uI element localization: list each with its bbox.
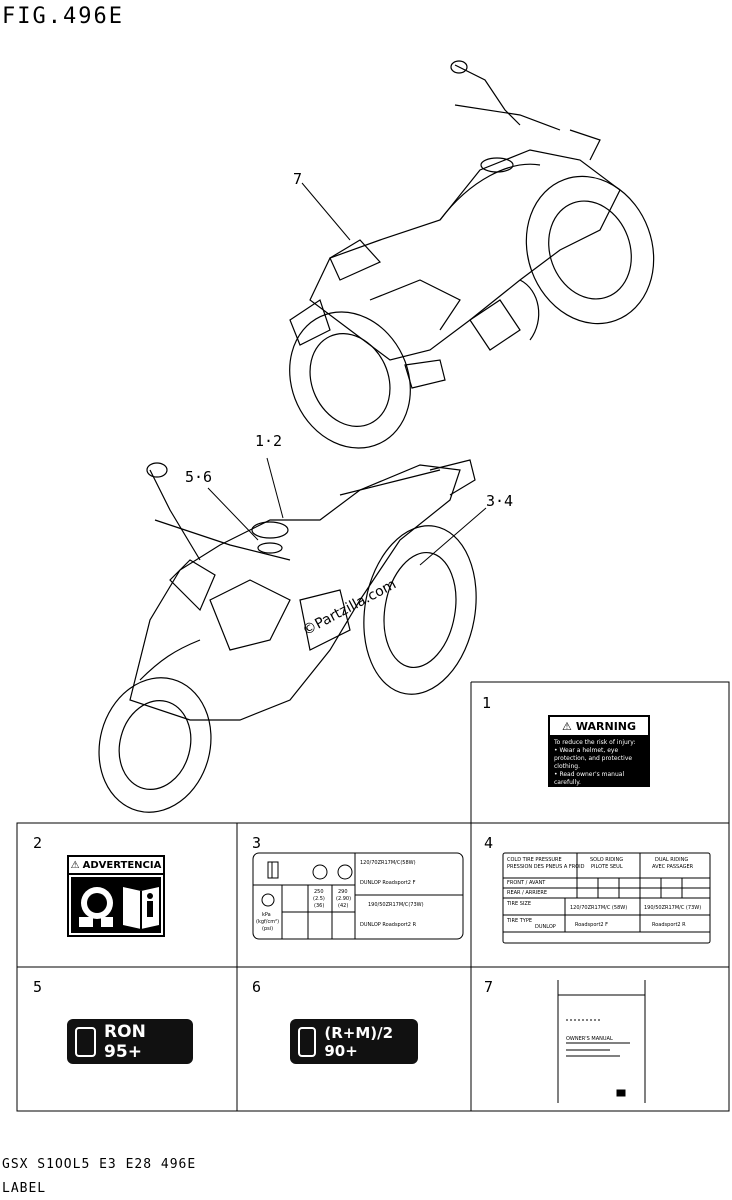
- callout-3-4: 3·4: [486, 492, 514, 510]
- callout-7: 7: [293, 170, 303, 188]
- figure-title: FIG.496E: [2, 4, 124, 29]
- fuel-pump-icon: [75, 1026, 97, 1057]
- tire3-unit: (psi): [262, 926, 274, 932]
- tire3-pressure: (2.90): [336, 896, 352, 902]
- tire4-row: REAR / ARRIERE: [507, 890, 548, 896]
- fuel-label-text: RON 95+: [104, 1021, 146, 1062]
- advertencia-pictograms: [71, 877, 161, 933]
- warning-line: To reduce the risk of injury:: [554, 739, 636, 746]
- fuel-label-ron-95: RON 95+: [67, 1019, 193, 1064]
- advertencia-label-2: ⚠ ADVERTENCIA: [67, 855, 165, 937]
- leader-line-5-6: [207, 487, 259, 541]
- warning-triangle-icon: ⚠: [561, 719, 572, 733]
- footer-label: LABEL: [2, 1181, 47, 1196]
- warning-line: • Wear a helmet, eye: [554, 747, 619, 754]
- tire4-row: FRONT / AVANT: [507, 880, 546, 886]
- warning-triangle-icon: ⚠: [70, 859, 80, 871]
- tire4-type-label: TIRE TYPE: [507, 918, 533, 924]
- warning-line: carefully.: [554, 779, 581, 786]
- warning-heading: ⚠ WARNING: [550, 717, 648, 737]
- tire4-maker: DUNLOP: [535, 924, 556, 930]
- panel-number-5: 5: [33, 978, 43, 996]
- tire3-unit: kPa: [262, 912, 271, 918]
- warning-body: To reduce the risk of injury: • Wear a h…: [550, 737, 648, 787]
- callout-1-2: 1·2: [255, 432, 283, 450]
- leader-line-7: [301, 182, 351, 241]
- tire3-unit: (kgf/cm²): [256, 919, 280, 925]
- panel-number-2: 2: [33, 834, 43, 852]
- tire4-size-label: TIRE SIZE: [507, 901, 531, 907]
- warning-line: clothing.: [554, 763, 580, 770]
- tire3-rear-size: 190/50ZR17M/C(73W): [368, 902, 424, 908]
- panel-number-6: 6: [252, 978, 262, 996]
- tire-info-label-3: [252, 852, 464, 940]
- tire4-front-size: 120/70ZR17M/C (58W): [570, 905, 628, 911]
- tire4-rear-size: 190/50ZR17M/C (73W): [644, 905, 702, 911]
- tire4-header: SOLO RIDING: [590, 857, 624, 863]
- tire3-rear-type: DUNLOP Roadsport2 R: [360, 922, 417, 928]
- advertencia-heading: ⚠ ADVERTENCIA: [69, 857, 163, 875]
- tire3-pressure: 250: [314, 889, 324, 895]
- tire3-front-size: 120/70ZR17M/C(58W): [360, 860, 416, 866]
- manual-title: OWNER'S MANUAL: [566, 1036, 613, 1042]
- warning-label-1: ⚠ WARNING To reduce the risk of injury: …: [548, 715, 650, 787]
- owners-manual-label-7: [557, 980, 646, 1103]
- motorcycle-rear-view: [289, 60, 655, 449]
- tire3-pressure: (36): [314, 903, 325, 909]
- helmet-book-icon: [79, 887, 159, 929]
- tire-table-label-4: [502, 852, 711, 944]
- advertencia-heading-text: ADVERTENCIA: [82, 859, 162, 871]
- warning-line: protection, and protective: [554, 755, 633, 762]
- tire4-rear-type: Roadsport2 R: [652, 922, 686, 928]
- panel-grid: [16, 681, 730, 1112]
- fuel-pump-icon: [298, 1026, 317, 1057]
- warning-heading-text: WARNING: [575, 719, 637, 733]
- tire3-pressure: (42): [338, 903, 349, 909]
- tire4-header: PILOTE SEUL: [591, 864, 623, 870]
- leader-line-1-2: [266, 457, 284, 519]
- warning-line: • Read owner's manual: [554, 771, 625, 778]
- motorcycle-front-view: [98, 459, 477, 813]
- panel-number-4: 4: [484, 834, 494, 852]
- fuel-label-text: (R+M)/2 90+: [324, 1023, 394, 1060]
- tire4-header: AVEC PASSAGER: [652, 864, 694, 870]
- tire3-pressure: (2.5): [313, 896, 325, 902]
- footer-code: GSX S1OOL5 E3 E28 496E: [2, 1157, 197, 1172]
- tire4-front-type: Roadsport2 F: [575, 922, 609, 928]
- callout-5-6: 5·6: [185, 468, 213, 486]
- tire4-header: DUAL RIDING: [655, 857, 689, 863]
- panel-number-7: 7: [484, 978, 494, 996]
- leader-line-3-4: [419, 507, 487, 566]
- fuel-label-rm2-90: (R+M)/2 90+: [290, 1019, 418, 1064]
- tire4-header: COLD TIRE PRESSURE: [507, 857, 562, 863]
- panel-number-3: 3: [252, 834, 262, 852]
- tire4-header: PRESSION DES PNEUS A FROID: [507, 864, 585, 870]
- panel-number-1: 1: [482, 694, 492, 712]
- tire3-pressure: 290: [338, 889, 348, 895]
- tire3-front-type: DUNLOP Roadsport2 F: [360, 880, 416, 886]
